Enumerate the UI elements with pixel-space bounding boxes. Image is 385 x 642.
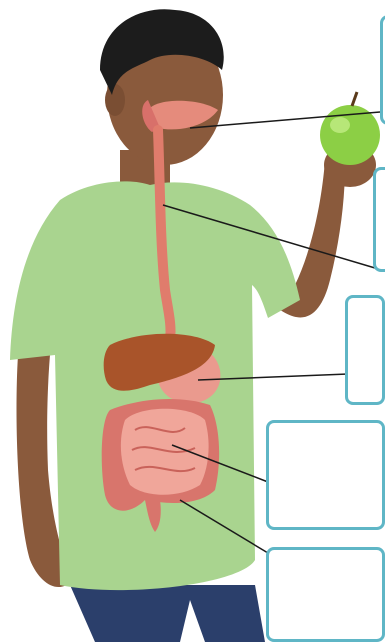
label-text (376, 170, 385, 182)
apple (320, 92, 380, 165)
label-text (269, 423, 382, 435)
label-box-small-intestine[interactable] (266, 420, 385, 530)
label-box-mouth[interactable] (380, 15, 385, 125)
label-box-large-intestine[interactable] (266, 547, 385, 642)
label-box-stomach[interactable] (345, 295, 385, 405)
label-text (348, 298, 382, 310)
small-intestine (121, 409, 209, 495)
ear (105, 84, 125, 116)
label-text (269, 550, 382, 562)
jeans (70, 585, 265, 642)
label-box-esophagus[interactable] (373, 167, 385, 272)
